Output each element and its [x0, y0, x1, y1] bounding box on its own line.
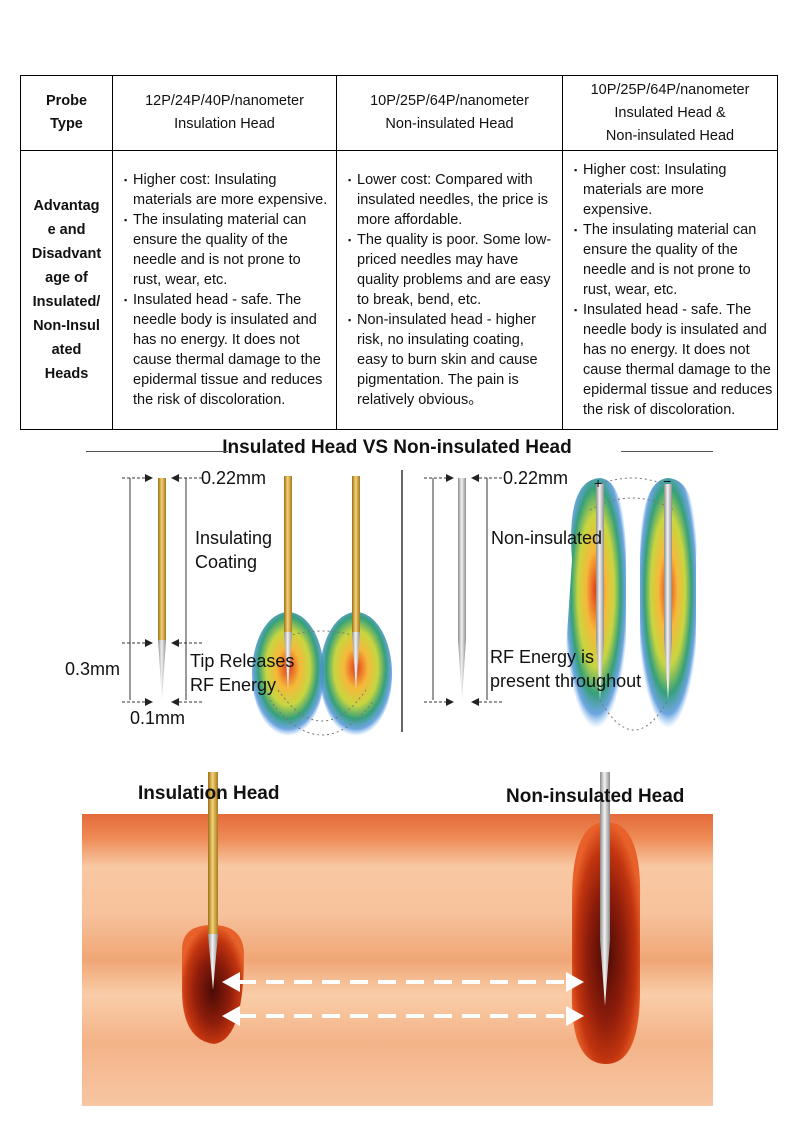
non-insulated-label: Non-insulated [491, 528, 603, 548]
cell-insulation-points: Higher cost: Insulating materials are mo… [112, 150, 337, 430]
plus-sign: + [594, 475, 603, 491]
figure-title: Insulated Head VS Non-insulated Head [222, 437, 572, 458]
list-item: Lower cost: Compared with insulated need… [343, 170, 558, 230]
non-insulated-rf-field [566, 477, 697, 731]
insulated-rf-field [252, 476, 392, 736]
bullet-list: Lower cost: Compared with insulated need… [337, 170, 562, 410]
bullet-list: Higher cost: Insulating materials are mo… [563, 160, 777, 420]
right-width-top-label: 0.22mm [503, 468, 569, 488]
left-width-top-label: 0.22mm [201, 468, 267, 488]
non-insulated-needle-dimensioned [424, 474, 502, 706]
list-item: Higher cost: Insulating materials are mo… [569, 160, 773, 220]
list-item: Insulated head - safe. The needle body i… [119, 290, 332, 410]
non-insulated-head-label: Non-insulated Head [506, 786, 685, 807]
distance-arrows [222, 972, 584, 1026]
figure-title-block: Insulated Head VS Non-insulated Head [0, 437, 794, 459]
list-item: Non-insulated head - higher risk, no ins… [343, 310, 558, 410]
cell-both-points: Higher cost: Insulating materials are mo… [562, 150, 778, 430]
list-item: Insulated head - safe. The needle body i… [569, 300, 773, 420]
non-insulated-burn-zone [571, 772, 641, 1064]
list-item: The quality is poor. Some low-priced nee… [343, 230, 558, 310]
list-item: Higher cost: Insulating materials are mo… [119, 170, 332, 210]
left-length-label: 0.3mm [65, 659, 121, 679]
insulation-head-label: Insulation Head [138, 783, 280, 804]
title-rule-left [86, 451, 228, 452]
insulated-needle-dimensioned [122, 474, 202, 706]
left-width-bottom-label: 0.1mm [130, 708, 186, 728]
needle-comparison-diagram [122, 470, 697, 736]
skin-cross-section-diagram [82, 772, 713, 1106]
list-item: The insulating material can ensure the q… [569, 220, 773, 300]
minus-sign: − [663, 473, 672, 489]
bullet-list: Higher cost: Insulating materials are mo… [113, 170, 336, 410]
title-rule-right [621, 451, 713, 452]
cell-non-insulated-points: Lower cost: Compared with insulated need… [336, 150, 563, 430]
list-item: The insulating material can ensure the q… [119, 210, 332, 290]
